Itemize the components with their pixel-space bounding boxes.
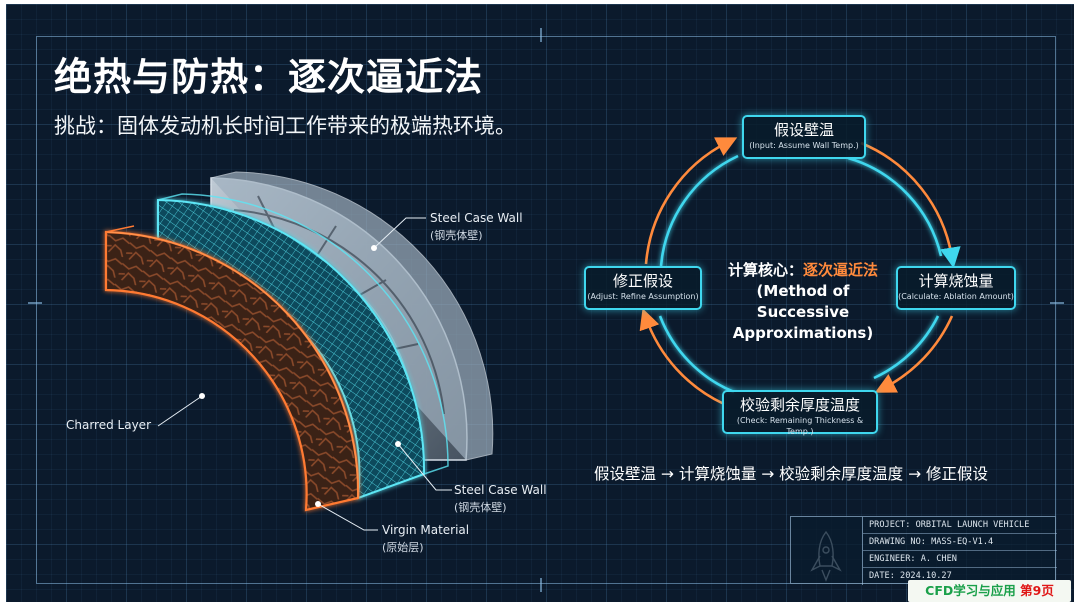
frame-tick-left [28,302,42,304]
label-charred-en: Charred Layer [66,418,152,432]
core-prefix: 计算核心： [727,261,803,279]
core-line1: 计算核心：逐次逼近法 [708,260,898,281]
label-steel-case-wall-top: Steel Case Wall (钢壳体壁) [430,210,523,244]
label-steel-bottom-en: Steel Case Wall [454,483,547,497]
node-calculate-zh: 计算烧蚀量 [918,272,994,290]
process-flow-text: 假设壁温 → 计算烧蚀量 → 校验剩余厚度温度 → 修正假设 [594,465,989,483]
slide: 绝热与防热：逐次逼近法 挑战：固体发动机长时间工作带来的极端热环境。 [6,4,1074,602]
node-calculate-en: (Calculate: Ablation Amount) [898,292,1014,301]
watermark-text: CFD学习与应用 [925,583,1021,598]
label-steel-top-en: Steel Case Wall [430,211,523,225]
page-title: 绝热与防热：逐次逼近法 [54,55,484,99]
title-block-date: DATE: 2024.10.27 [869,571,952,581]
node-check-zh: 校验剩余厚度温度 [739,396,860,414]
label-virgin-material: Virgin Material (原始层) [382,522,469,556]
frame-tick-bottom [540,578,542,592]
charred-ablative-layer [104,225,360,512]
page-subtitle: 挑战：固体发动机长时间工作带来的极端热环境。 [54,114,516,138]
title-block-project: PROJECT: ORBITAL LAUNCH VEHICLE [863,517,1057,534]
cycle-node-assume: 假设壁温 (Input: Assume Wall Temp.) [742,115,866,159]
title-block-icon-cell [791,517,863,585]
node-check-en: (Check: Remaining Thickness & Temp.) [736,416,864,436]
watermark-badge: CFD学习与应用 第9页 [908,580,1071,602]
label-steel-case-wall-bottom: Steel Case Wall (钢壳体壁) [454,482,547,516]
core-line3: Approximations) [732,324,874,342]
label-virgin-en: Virgin Material [382,523,470,537]
cycle-core-text: 计算核心：逐次逼近法 (Method of Successive Approxi… [708,260,898,344]
core-highlight: 逐次逼近法 [803,261,879,279]
frame-tick-right [1050,302,1064,304]
node-adjust-en: (Adjust: Refine Assumption) [587,292,699,301]
watermark-page: 第9页 [1020,583,1054,598]
cycle-node-check: 校验剩余厚度温度 (Check: Remaining Thickness & T… [722,390,878,436]
cycle-node-adjust: 修正假设 (Adjust: Refine Assumption) [584,266,702,310]
label-charred-layer: Charred Layer [66,417,151,434]
label-steel-top-zh: (钢壳体壁) [430,229,483,242]
drawing-title-block: PROJECT: ORBITAL LAUNCH VEHICLE DRAWING … [790,516,1057,585]
diagram-art [104,137,961,582]
node-assume-en: (Input: Assume Wall Temp.) [749,141,859,150]
cycle-node-calculate: 计算烧蚀量 (Calculate: Ablation Amount) [896,266,1016,310]
leader-dots [199,245,401,507]
frame-tick-top [540,28,542,42]
label-virgin-zh: (原始层) [382,541,424,554]
cycle-arrows [639,137,961,406]
label-steel-bottom-zh: (钢壳体壁) [454,501,507,514]
node-adjust-zh: 修正假设 [612,272,673,290]
title-block-engineer: ENGINEER: A. CHEN [863,551,1057,568]
node-assume-zh: 假设壁温 [773,121,834,139]
blueprint-frame [36,36,1056,584]
title-block-drawing: DRAWING NO: MASS-EQ-V1.4 [863,534,1057,551]
core-line2: (Method of Successive [756,282,850,321]
leader-lines [157,217,452,531]
